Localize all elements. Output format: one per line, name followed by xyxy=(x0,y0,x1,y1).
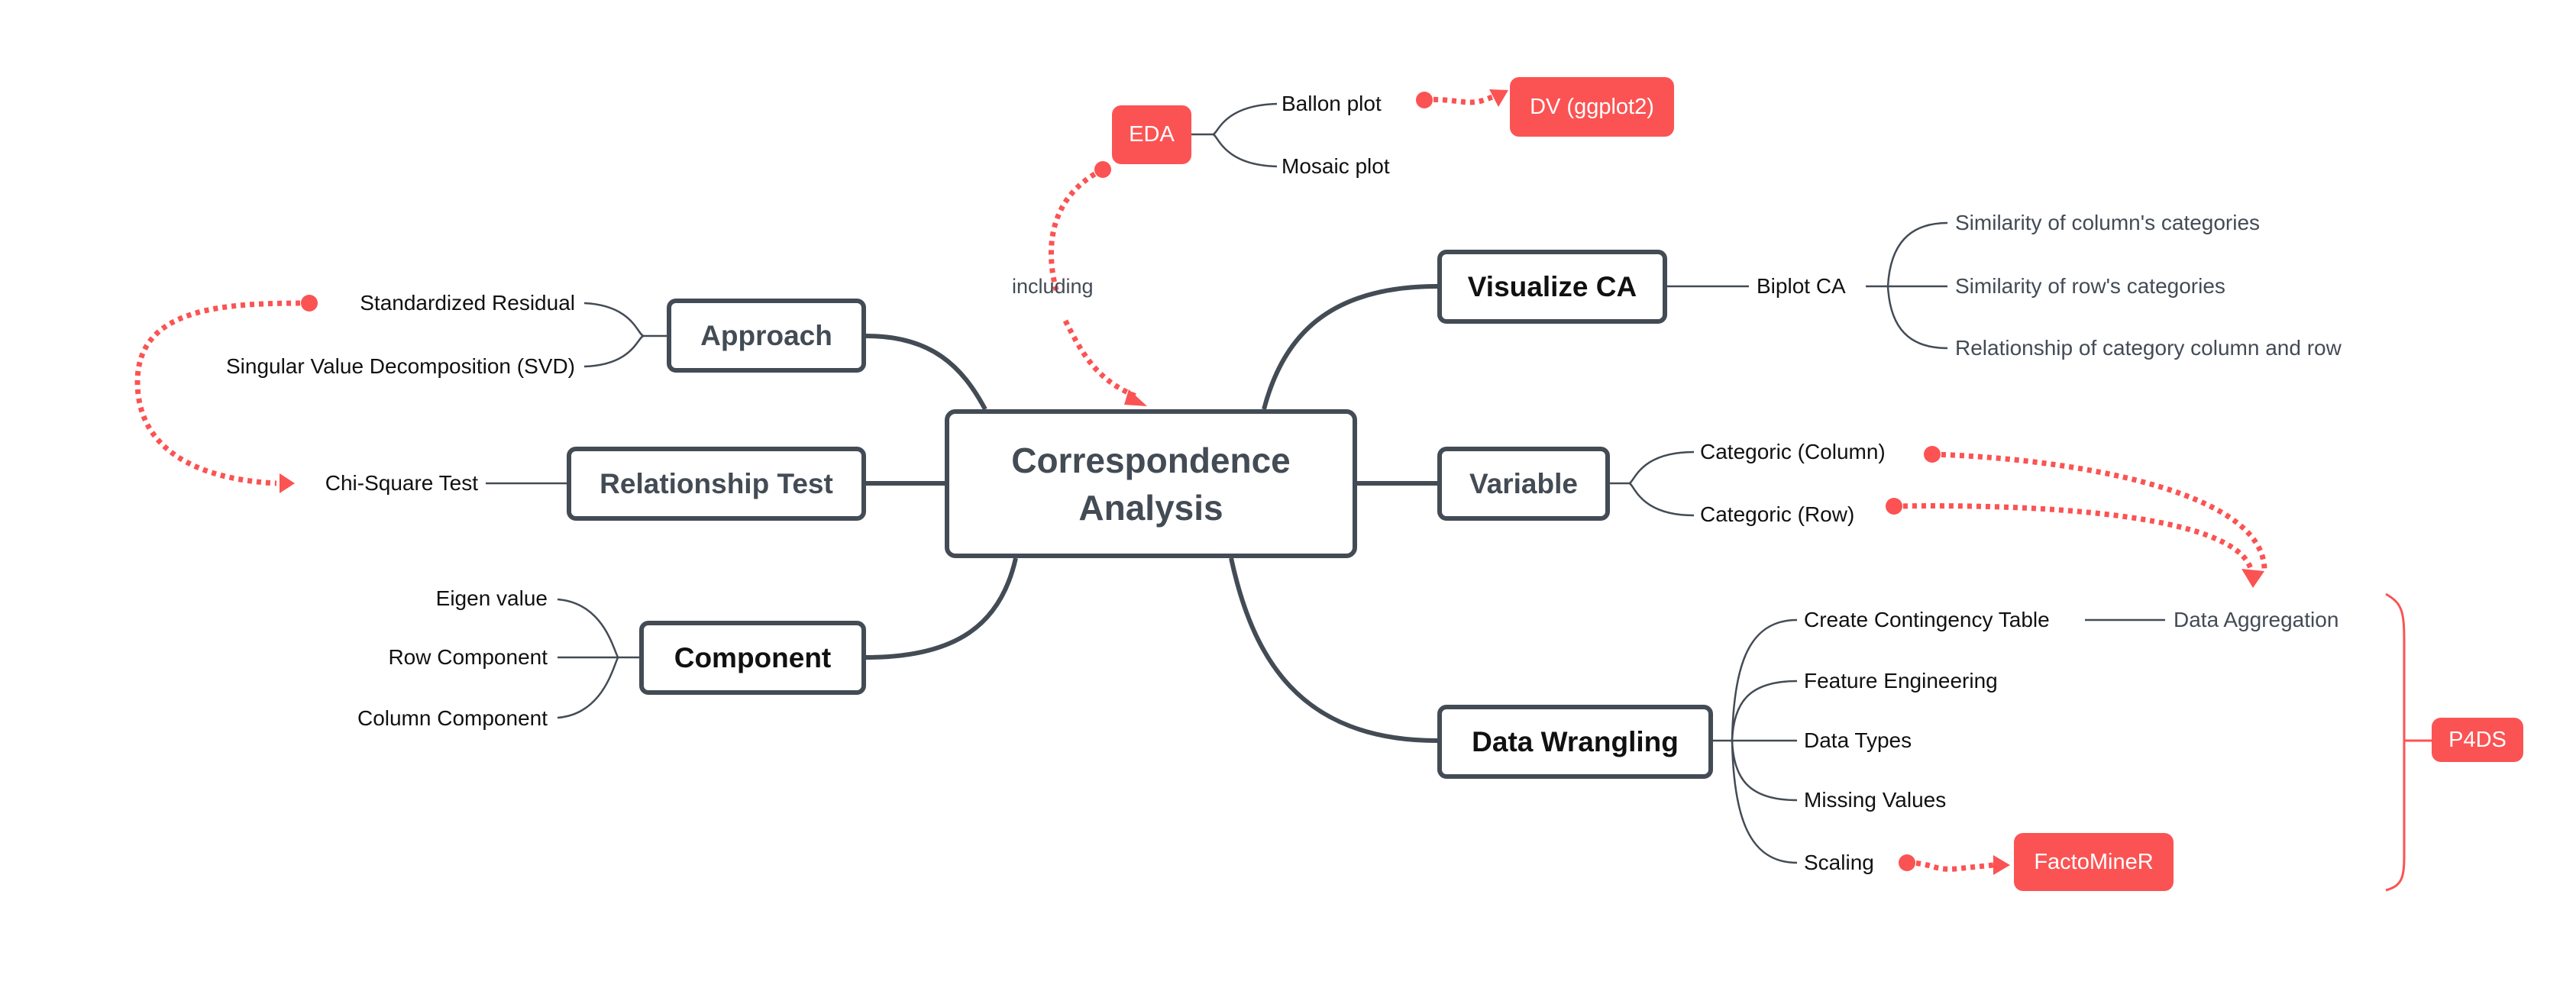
subtopic-standardized-residual[interactable]: Standardized Residual xyxy=(360,291,575,315)
sub-line xyxy=(557,656,620,719)
branch-line-approach xyxy=(865,334,987,411)
topic-label: Relationship Test xyxy=(600,467,833,499)
subtopic-categoric-column[interactable]: Categoric (Column) xyxy=(1700,440,1886,463)
topic-variable[interactable]: Variable xyxy=(1437,447,1610,521)
sub-line xyxy=(1212,133,1278,168)
sub-line xyxy=(1731,680,1798,741)
topic-label: DV (ggplot2) xyxy=(1530,94,1654,119)
sub-line xyxy=(1731,740,1798,864)
branch-line-data-wrangling xyxy=(1229,557,1438,743)
arrowhead-icon xyxy=(2241,569,2264,588)
relationship-start-dot xyxy=(301,295,318,312)
subtopic-categoric-row[interactable]: Categoric (Row) xyxy=(1700,502,1855,526)
subtopic-data-types[interactable]: Data Types xyxy=(1804,728,1912,752)
floating-topic-dv-ggplot2[interactable]: DV (ggplot2) xyxy=(1510,77,1674,137)
subtopic-similarity-columns[interactable]: Similarity of column's categories xyxy=(1955,211,2261,234)
subtopic-eigen-value[interactable]: Eigen value xyxy=(435,586,548,610)
relationship-ballon-to-dv xyxy=(1424,92,1498,105)
relationship-start-dot xyxy=(1899,854,1915,871)
branch-line-visualize-ca xyxy=(1262,284,1438,410)
central-topic-label: Correspondence Analysis xyxy=(1011,440,1291,528)
topic-label: Visualize CA xyxy=(1467,270,1637,302)
subtopic-feature-engineering[interactable]: Feature Engineering xyxy=(1804,669,1998,693)
subtopic-mosaic-plot[interactable]: Mosaic plot xyxy=(1282,154,1390,178)
sub-line xyxy=(557,598,639,659)
arrowhead-icon xyxy=(1489,89,1508,107)
subtopic-biplot-ca[interactable]: Biplot CA xyxy=(1757,274,1846,298)
sub-line xyxy=(1610,450,1695,485)
topic-visualize-ca[interactable]: Visualize CA xyxy=(1437,250,1667,324)
central-topic[interactable]: Correspondence Analysis xyxy=(945,409,1357,558)
relationship-start-dot xyxy=(1094,161,1111,178)
subtopic-svd[interactable]: Singular Value Decomposition (SVD) xyxy=(225,354,575,378)
subtopic-ballon-plot[interactable]: Ballon plot xyxy=(1282,92,1382,115)
sub-line xyxy=(583,334,645,368)
topic-label: Approach xyxy=(700,319,832,351)
sub-line xyxy=(583,302,667,337)
topic-label: P4DS xyxy=(2448,727,2507,752)
relationship-catrow-to-aggregation xyxy=(1893,503,2254,573)
arrowhead-icon xyxy=(1124,389,1147,406)
topic-component[interactable]: Component xyxy=(639,621,866,695)
topic-label: Component xyxy=(674,641,832,673)
subtopic-chi-square-test[interactable]: Chi-Square Test xyxy=(325,471,478,495)
subtopic-create-contingency-table[interactable]: Create Contingency Table xyxy=(1804,608,2050,631)
sub-line xyxy=(1628,482,1695,517)
subtopic-missing-values[interactable]: Missing Values xyxy=(1804,788,1947,812)
summary-topic-p4ds[interactable]: P4DS xyxy=(2432,718,2523,762)
topic-label: Data Wrangling xyxy=(1472,725,1679,757)
branch-line-component xyxy=(865,557,1018,660)
relationship-start-dot xyxy=(1924,446,1941,463)
relationship-start-dot xyxy=(1886,498,1902,515)
subtopic-relationship-column-row[interactable]: Relationship of category column and row xyxy=(1955,336,2342,360)
sub-line xyxy=(1886,286,1948,350)
arrowhead-icon xyxy=(280,473,295,493)
relationship-start-dot xyxy=(1416,92,1433,108)
relationship-catcol-to-aggregation xyxy=(1931,451,2267,573)
sub-line xyxy=(1731,618,1798,741)
subtopic-row-component[interactable]: Row Component xyxy=(388,645,548,669)
relationship-label-including: including xyxy=(1012,275,1094,298)
relationship-eda-to-center xyxy=(1049,166,1139,400)
subtopic-column-component[interactable]: Column Component xyxy=(357,706,548,730)
topic-relationship-test[interactable]: Relationship Test xyxy=(567,447,866,521)
sub-line xyxy=(1886,221,1948,287)
topic-data-wrangling[interactable]: Data Wrangling xyxy=(1437,705,1713,779)
sub-line xyxy=(1191,102,1278,136)
floating-topic-factominer[interactable]: FactoMineR xyxy=(2014,833,2174,891)
topic-label: FactoMineR xyxy=(2034,849,2154,874)
subtopic-data-aggregation[interactable]: Data Aggregation xyxy=(2174,608,2339,631)
floating-topic-eda[interactable]: EDA xyxy=(1112,105,1191,164)
p4ds-boundary-bracket xyxy=(2385,592,2432,892)
relationship-residual-to-chisquare xyxy=(134,300,310,486)
arrowhead-icon xyxy=(1993,855,2010,875)
topic-label: Variable xyxy=(1469,467,1578,499)
topic-label: EDA xyxy=(1129,122,1175,147)
subtopic-scaling[interactable]: Scaling xyxy=(1804,851,1874,874)
subtopic-similarity-rows[interactable]: Similarity of row's categories xyxy=(1955,274,2225,298)
sub-line xyxy=(1731,740,1798,802)
topic-approach[interactable]: Approach xyxy=(667,299,866,373)
relationship-scaling-to-factominer xyxy=(1906,860,1994,872)
